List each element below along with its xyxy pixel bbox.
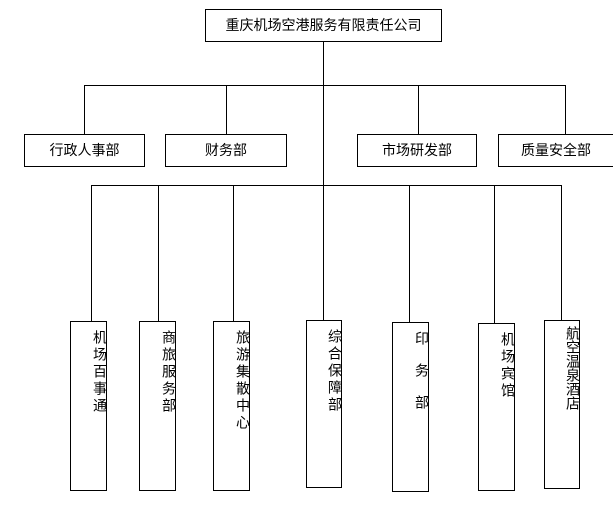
unit-box-airport-concierge: 机场百事通 (70, 321, 107, 491)
unit-name: 机场宾馆 (499, 332, 515, 400)
department-box-finance: 财务部 (165, 134, 287, 167)
unit-name: 综合保障部 (326, 329, 342, 414)
company-name: 重庆机场空港服务有限责任公司 (225, 17, 422, 34)
unit-box-tourism-center: 旅游集散中心 (213, 321, 250, 491)
unit-name: 印务部 (413, 331, 429, 427)
unit-box-business-travel: 商旅服务部 (139, 321, 176, 491)
department-name: 财务部 (205, 142, 247, 159)
unit-box-hot-spring-hotel: 航空温泉酒店 (544, 320, 580, 489)
unit-name: 旅游集散中心 (234, 330, 250, 432)
department-name: 质量安全部 (521, 142, 591, 159)
unit-name: 机场百事通 (91, 330, 107, 415)
unit-box-printing: 印务部 (392, 322, 429, 492)
department-box-admin-hr: 行政人事部 (24, 134, 145, 167)
unit-box-general-support: 综合保障部 (306, 320, 342, 488)
department-name: 市场研发部 (382, 142, 452, 159)
department-name: 行政人事部 (49, 142, 120, 159)
department-box-quality-safety: 质量安全部 (498, 134, 613, 167)
unit-box-airport-hotel: 机场宾馆 (478, 323, 515, 491)
unit-name: 航空温泉酒店 (564, 326, 580, 410)
department-box-market-research: 市场研发部 (357, 134, 477, 167)
unit-name: 商旅服务部 (160, 330, 176, 415)
company-box: 重庆机场空港服务有限责任公司 (205, 9, 442, 42)
